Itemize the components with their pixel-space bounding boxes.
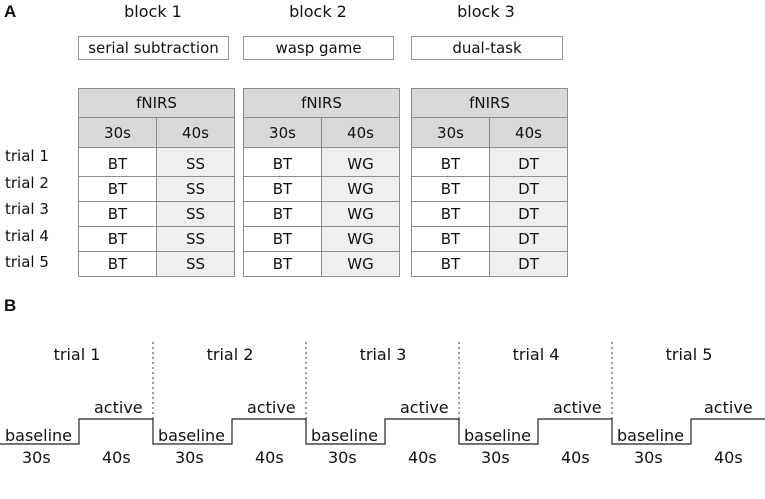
active-cell: SS	[156, 176, 235, 202]
baseline-phase-label: baseline	[617, 426, 685, 445]
baseline-phase-label: baseline	[311, 426, 379, 445]
baseline-duration-header: 30s	[411, 117, 490, 148]
baseline-cell: BT	[411, 176, 490, 202]
panel-a-letter: A	[4, 2, 17, 21]
baseline-cell: BT	[78, 147, 157, 177]
baseline-duration-label: 30s	[175, 448, 204, 467]
baseline-phase-label: baseline	[158, 426, 226, 445]
block-1-task-box: serial subtraction	[78, 36, 229, 60]
block-3-task-box: dual-task	[411, 36, 563, 60]
block-2-title: block 2	[289, 2, 347, 21]
baseline-duration-label: 30s	[634, 448, 663, 467]
baseline-duration-label: 30s	[328, 448, 357, 467]
baseline-active-waveform	[0, 418, 765, 445]
baseline-duration-label: 30s	[481, 448, 510, 467]
active-cell: SS	[156, 226, 235, 252]
table-header: fNIRS	[78, 88, 235, 118]
active-phase-label: active	[247, 398, 296, 417]
active-duration-header: 40s	[156, 117, 235, 148]
trial-timeline-diagram	[0, 342, 765, 445]
active-phase-label: active	[400, 398, 449, 417]
timeline-trial-label-4: trial 4	[512, 345, 560, 364]
baseline-phase-label: baseline	[464, 426, 532, 445]
baseline-cell: BT	[411, 201, 490, 227]
active-duration-label: 40s	[561, 448, 590, 467]
panel-b-letter: B	[4, 296, 17, 315]
trial-row-label-2: trial 2	[5, 174, 49, 192]
baseline-cell: BT	[243, 226, 322, 252]
active-duration-header: 40s	[321, 117, 400, 148]
active-cell: DT	[489, 147, 568, 177]
active-duration-label: 40s	[102, 448, 131, 467]
timeline-trial-label-3: trial 3	[359, 345, 407, 364]
table-header: fNIRS	[243, 88, 400, 118]
active-cell: WG	[321, 147, 400, 177]
trial-separators	[152, 342, 613, 435]
active-cell: DT	[489, 251, 568, 277]
table-header: fNIRS	[411, 88, 568, 118]
baseline-cell: BT	[78, 251, 157, 277]
active-duration-header: 40s	[489, 117, 568, 148]
block-2-task-box: wasp game	[243, 36, 394, 60]
active-cell: WG	[321, 176, 400, 202]
active-cell: WG	[321, 226, 400, 252]
baseline-cell: BT	[243, 147, 322, 177]
active-cell: WG	[321, 251, 400, 277]
active-phase-label: active	[553, 398, 602, 417]
baseline-cell: BT	[411, 226, 490, 252]
timeline-trial-label-2: trial 2	[206, 345, 254, 364]
timeline-trial-label-5: trial 5	[665, 345, 713, 364]
trial-row-label-4: trial 4	[5, 227, 49, 245]
active-duration-label: 40s	[408, 448, 437, 467]
active-cell: DT	[489, 201, 568, 227]
baseline-duration-header: 30s	[78, 117, 157, 148]
active-cell: DT	[489, 226, 568, 252]
trial-row-label-3: trial 3	[5, 200, 49, 218]
baseline-cell: BT	[78, 201, 157, 227]
baseline-cell: BT	[411, 251, 490, 277]
baseline-cell: BT	[243, 201, 322, 227]
baseline-phase-label: baseline	[5, 426, 73, 445]
baseline-cell: BT	[411, 147, 490, 177]
trial-row-label-5: trial 5	[5, 253, 49, 271]
active-cell: SS	[156, 251, 235, 277]
baseline-cell: BT	[78, 176, 157, 202]
active-cell: SS	[156, 147, 235, 177]
active-duration-label: 40s	[255, 448, 284, 467]
active-phase-label: active	[94, 398, 143, 417]
block-3-title: block 3	[457, 2, 515, 21]
block-1-title: block 1	[124, 2, 182, 21]
active-cell: SS	[156, 201, 235, 227]
active-cell: DT	[489, 176, 568, 202]
baseline-cell: BT	[243, 251, 322, 277]
timeline-trial-label-1: trial 1	[53, 345, 101, 364]
baseline-cell: BT	[243, 176, 322, 202]
baseline-duration-header: 30s	[243, 117, 322, 148]
active-duration-label: 40s	[714, 448, 743, 467]
active-phase-label: active	[704, 398, 753, 417]
baseline-cell: BT	[78, 226, 157, 252]
active-cell: WG	[321, 201, 400, 227]
baseline-duration-label: 30s	[22, 448, 51, 467]
trial-row-label-1: trial 1	[5, 147, 49, 165]
